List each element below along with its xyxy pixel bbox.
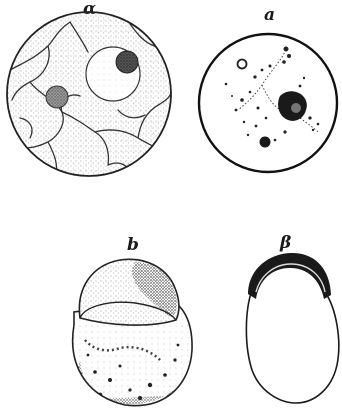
label-bottom-left: b [127, 235, 139, 255]
cell-beta [246, 253, 338, 403]
label-bottom-right: β [279, 233, 291, 253]
cell-a [199, 34, 337, 172]
cell-b [60, 259, 210, 412]
cell-a-outline [199, 34, 337, 172]
cell-a-dark-body [260, 137, 271, 148]
cell-alpha [7, 12, 172, 176]
cell-a-vacuole [238, 60, 247, 69]
cell-beta-body [246, 290, 338, 403]
label-top-right: a [264, 5, 275, 25]
